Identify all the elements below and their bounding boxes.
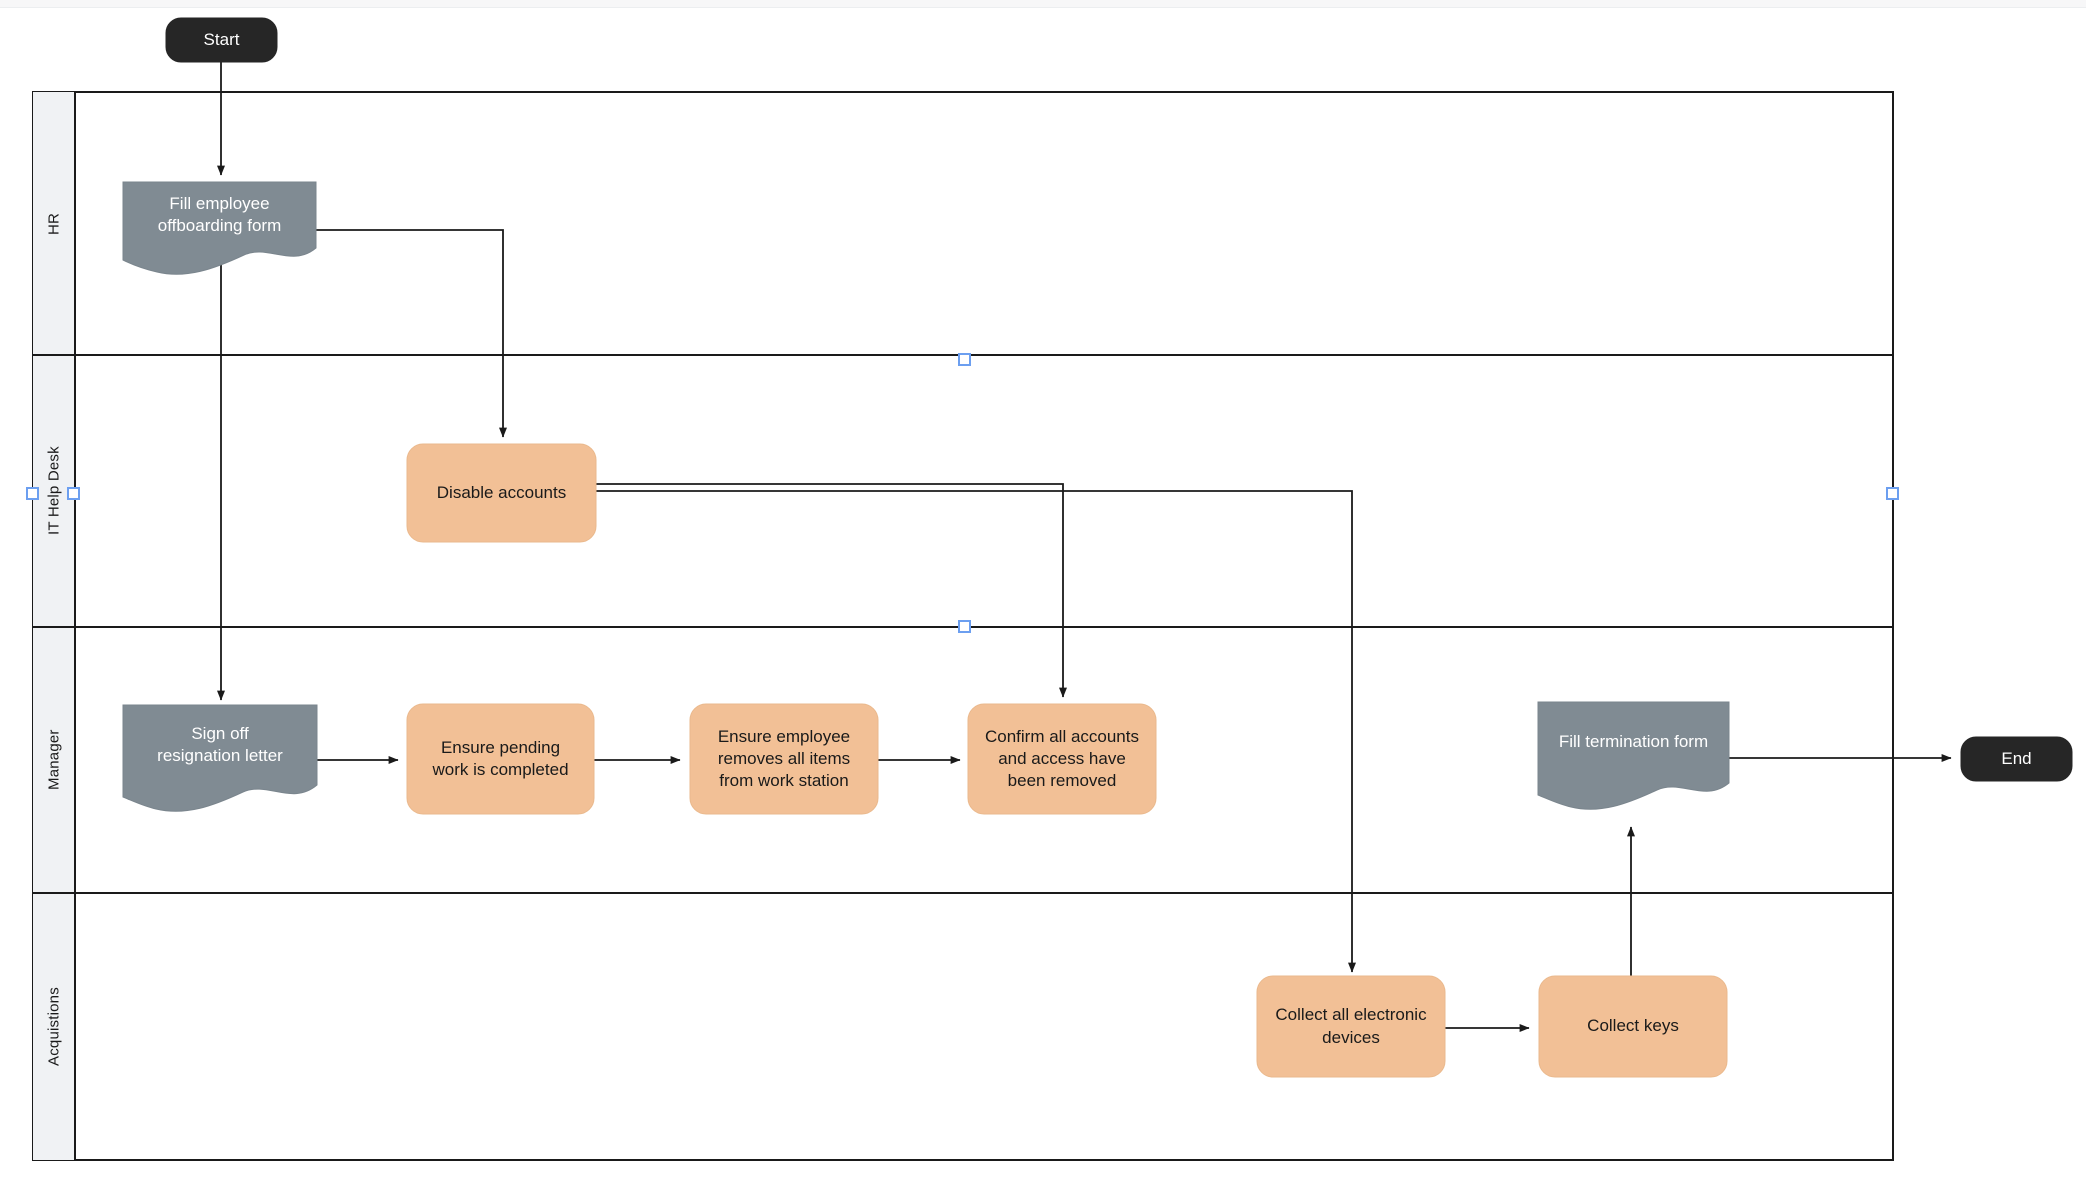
node-fill-offboarding-form[interactable] <box>122 181 317 275</box>
edge-fill-offboarding-form-to-disable-accounts <box>316 229 507 438</box>
selection-handle-left-inner[interactable] <box>67 487 80 500</box>
connector-layer <box>217 58 1952 1032</box>
node-start[interactable] <box>165 17 278 63</box>
selection-handle-right[interactable] <box>1886 487 1899 500</box>
edge-disable-accounts-to-collect-electronic-devices <box>596 490 1356 973</box>
selection-handle-left-outer[interactable] <box>26 487 39 500</box>
node-ensure-items-removed[interactable] <box>689 703 879 815</box>
node-sign-off-resignation[interactable] <box>122 704 318 812</box>
lane-label-it-help-desk-text: IT Help Desk <box>45 446 63 536</box>
lane-label-hr: HR <box>33 92 75 355</box>
node-collect-keys[interactable] <box>1538 975 1728 1078</box>
node-ensure-pending-work[interactable] <box>406 703 595 815</box>
lane-label-manager: Manager <box>33 627 75 893</box>
lane-label-hr-text: HR <box>45 212 63 235</box>
edge-disable-accounts-to-confirm-accounts-removed <box>596 483 1067 698</box>
selection-handle-bottom-mid[interactable] <box>958 620 971 633</box>
lane-label-acquistions-text: Acquistions <box>45 987 63 1066</box>
node-fill-termination-form[interactable] <box>1537 701 1730 810</box>
lane-label-acquistions: Acquistions <box>33 893 75 1160</box>
selection-handle-top-mid[interactable] <box>958 353 971 366</box>
node-collect-electronic-devices[interactable] <box>1256 975 1446 1078</box>
lane-label-manager-text: Manager <box>45 729 63 791</box>
node-end[interactable] <box>1960 736 2073 782</box>
canvas-top-strip <box>0 0 2086 8</box>
node-disable-accounts[interactable] <box>406 443 597 543</box>
node-confirm-accounts-removed[interactable] <box>967 703 1157 815</box>
